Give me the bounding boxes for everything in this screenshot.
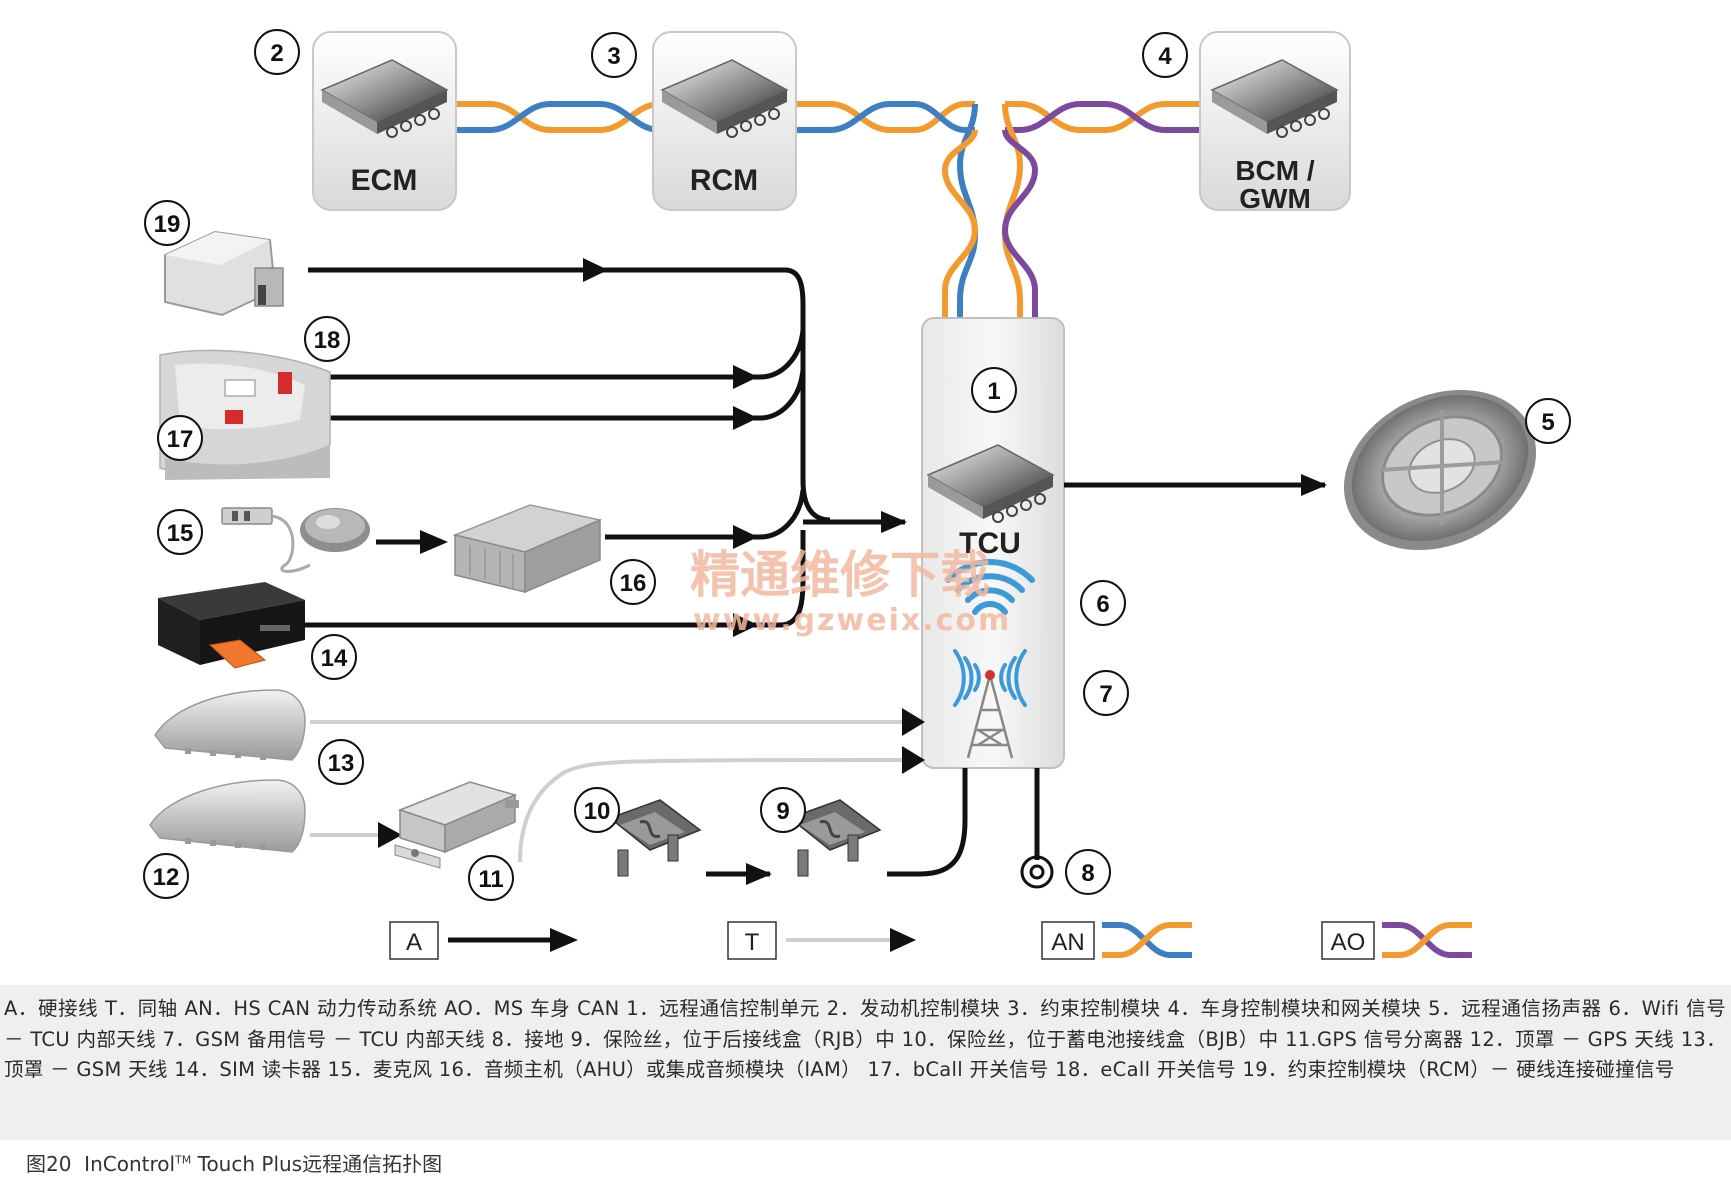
speaker xyxy=(1343,389,1537,551)
ecm-module: ECM xyxy=(312,31,457,211)
badge-18-text: 18 xyxy=(314,327,341,354)
legend-description: A．硬接线 T．同轴 AN．HS CAN 动力传动系统 AO．MS 车身 CAN… xyxy=(4,997,1726,1081)
topology-diagram: ECM RCM BCM / GWM xyxy=(143,29,1571,960)
badge-8: 8 xyxy=(1065,849,1111,895)
badge-13-text: 13 xyxy=(328,750,355,777)
badge-7-text: 7 xyxy=(1099,681,1112,708)
watermark: 精通维修下载 www.gzweix.com xyxy=(690,546,1011,638)
badge-16: 16 xyxy=(610,559,656,605)
badge-11: 11 xyxy=(468,855,514,901)
bcm-gwm-module: BCM / GWM xyxy=(1199,31,1351,214)
badge-14: 14 xyxy=(311,634,357,680)
badge-11-text: 11 xyxy=(478,866,503,893)
badge-12: 12 xyxy=(143,853,189,899)
badge-9: 9 xyxy=(760,787,806,833)
hs-can-bus xyxy=(455,101,979,318)
gwm-label: GWM xyxy=(1239,183,1311,214)
ms-can-bus xyxy=(1001,101,1200,318)
overhead-console-17-18 xyxy=(159,349,331,480)
legend-ms-can: AO xyxy=(1321,921,1472,960)
legend-key-a: A xyxy=(406,929,422,956)
badge-15-text: 15 xyxy=(167,520,194,547)
bcm-label: BCM / xyxy=(1235,155,1315,186)
badge-3: 3 xyxy=(591,32,637,78)
caption-brand: InControl xyxy=(84,1152,176,1176)
watermark-cn: 精通维修下载 xyxy=(690,546,990,604)
wifi-icon xyxy=(945,559,1035,615)
badge-17: 17 xyxy=(157,415,203,461)
badge-16-text: 16 xyxy=(620,570,647,597)
line-type-legend: A T AN AO xyxy=(389,921,1472,960)
badge-13: 13 xyxy=(318,739,364,785)
badge-5: 5 xyxy=(1525,398,1571,444)
badge-5-text: 5 xyxy=(1541,409,1554,436)
badge-2: 2 xyxy=(254,29,300,75)
badge-18: 18 xyxy=(304,316,350,362)
badge-19: 19 xyxy=(144,200,190,246)
legend-key-t: T xyxy=(745,929,760,956)
badge-6-text: 6 xyxy=(1096,591,1109,618)
badge-8-text: 8 xyxy=(1081,860,1094,887)
coax-arrows xyxy=(378,708,925,848)
badge-10-text: 10 xyxy=(584,798,611,825)
legend-panel xyxy=(0,985,1731,1140)
badge-1: 1 xyxy=(971,367,1017,413)
fuse-10 xyxy=(608,799,702,877)
badge-4-text: 4 xyxy=(1158,43,1172,70)
badge-17-text: 17 xyxy=(167,426,194,453)
tcu-label: TCU xyxy=(959,527,1021,560)
fuse-9 xyxy=(788,799,882,877)
badge-2-text: 2 xyxy=(270,40,283,67)
badge-9-text: 9 xyxy=(776,798,789,825)
legend-key-ao: AO xyxy=(1331,929,1366,956)
crash-sensor-19 xyxy=(164,230,284,317)
badge-3-text: 3 xyxy=(607,43,620,70)
ground-terminal-8 xyxy=(1020,855,1054,889)
microphone-15 xyxy=(221,507,370,573)
roof-fin-antenna-13 xyxy=(154,689,306,761)
gps-splitter-11 xyxy=(394,781,519,869)
badge-7: 7 xyxy=(1083,670,1129,716)
hardwire-lines xyxy=(215,267,1327,885)
rcm-label: RCM xyxy=(690,164,758,197)
caption-prefix: 图20 xyxy=(26,1152,72,1176)
rcm-module: RCM xyxy=(652,31,797,211)
tcu-unit: TCU xyxy=(921,317,1065,769)
legend-hs-can: AN xyxy=(1041,921,1192,960)
legend-coax: T xyxy=(727,921,916,960)
watermark-url: www.gzweix.com xyxy=(693,603,1011,638)
ecm-label: ECM xyxy=(351,164,418,197)
caption-rest: Touch Plus远程通信拓扑图 xyxy=(191,1152,443,1176)
cell-tower-icon xyxy=(953,649,1027,759)
legend-hardwire: A xyxy=(389,921,578,960)
badge-14-text: 14 xyxy=(321,645,348,672)
badge-6: 6 xyxy=(1080,580,1126,626)
badge-12-text: 12 xyxy=(153,864,180,891)
figure-caption: 图20 InControlTM Touch Plus远程通信拓扑图 xyxy=(26,1148,442,1177)
badge-19-text: 19 xyxy=(154,211,181,238)
roof-fin-antenna-12 xyxy=(149,779,306,853)
badge-15: 15 xyxy=(157,509,203,555)
number-badges: 2 3 4 1 5 6 7 8 9 10 11 12 13 14 15 16 1… xyxy=(143,29,1571,901)
hardwire-arrows xyxy=(420,258,758,637)
sim-reader-14 xyxy=(158,582,305,669)
badge-10: 10 xyxy=(574,787,620,833)
badge-1-text: 1 xyxy=(987,378,1000,405)
coax-lines xyxy=(310,720,906,863)
badge-4: 4 xyxy=(1142,32,1188,78)
legend-key-an: AN xyxy=(1051,929,1084,956)
caption-tm: TM xyxy=(175,1153,192,1167)
audio-head-unit-16 xyxy=(452,504,603,594)
